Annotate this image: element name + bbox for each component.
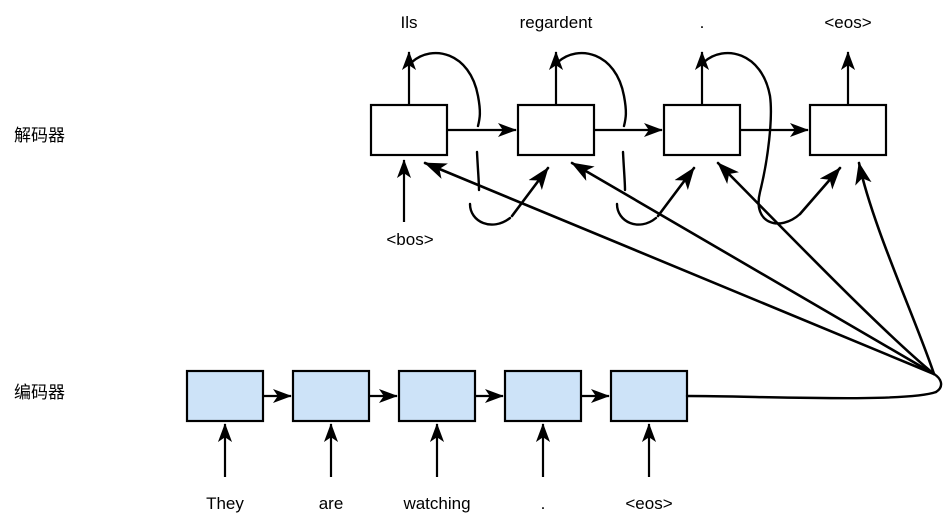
attention-context-group: [423, 161, 936, 376]
decoder-feedback-curve-bot-2: [615, 202, 658, 226]
decoder-feedback-curve-mid-2: [621, 150, 627, 192]
decoder-input-label-bos: <bos>: [386, 230, 433, 249]
encoder-cell-2[interactable]: [291, 369, 371, 423]
decoder-cell-3[interactable]: [662, 103, 742, 157]
encoder-cell-3[interactable]: [397, 369, 477, 423]
decoder-side-label: 解码器: [14, 126, 65, 146]
decoder-feedback-curve-top-1: [410, 51, 482, 128]
decoder-output-label-1: Ils: [401, 13, 418, 32]
decoder-feedback-curve-mid-1: [475, 150, 481, 192]
encoder-state-tail: [685, 390, 938, 400]
decoder-output-label-3: .: [700, 13, 705, 32]
encoder-input-label-5: <eos>: [625, 494, 672, 513]
decoder-cell-1[interactable]: [369, 103, 449, 157]
decoder-cell-4[interactable]: [808, 103, 888, 157]
decoder-feedback-arrow-3: [798, 166, 842, 216]
decoder-output-label-4: <eos>: [824, 13, 871, 32]
encoder-input-label-3: watching: [402, 494, 470, 513]
encoder-side-label: 编码器: [14, 383, 65, 403]
encoder-cell-5[interactable]: [609, 369, 689, 423]
encoder-cell-1[interactable]: [185, 369, 265, 423]
decoder-output-label-2: regardent: [520, 13, 593, 32]
decoder-feedback-curve-bot-1: [468, 202, 512, 226]
decoder-feedback-arrow-1: [510, 166, 550, 218]
decoder-feedback-curve-top-2: [556, 51, 628, 128]
decoder-cell-2[interactable]: [516, 103, 596, 157]
decoder-feedback-arrow-2: [656, 166, 696, 218]
encoder-input-label-1: They: [206, 494, 244, 513]
decoder-feedback-curve-3: [702, 51, 802, 225]
encoder-input-label-2: are: [319, 494, 344, 513]
context-arrow-to-decoder-3: [716, 161, 936, 376]
encoder-state-tail-elbow: [932, 372, 943, 394]
encoder-input-label-4: .: [541, 494, 546, 513]
context-arrow-to-decoder-1: [423, 161, 936, 376]
decoder-group: Ils regardent . <eos> <bos>: [369, 13, 888, 249]
context-arrow-to-decoder-2: [570, 161, 936, 376]
context-arrow-to-decoder-4: [855, 161, 936, 376]
encoder-cell-4[interactable]: [503, 369, 583, 423]
encoder-group: They are watching . <eos>: [185, 369, 943, 513]
